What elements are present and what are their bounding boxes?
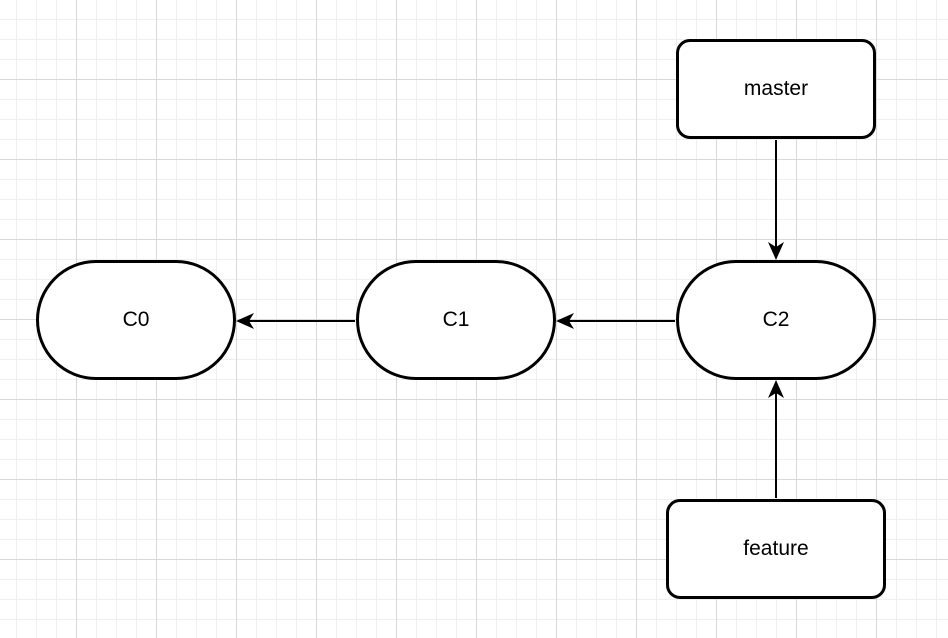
commit-label-c2: C2 — [762, 308, 790, 331]
branch-node-master[interactable]: master — [676, 39, 876, 139]
commit-label-c0: C0 — [122, 308, 150, 331]
branch-node-feature[interactable]: feature — [666, 499, 886, 599]
commit-node-c1[interactable]: C1 — [356, 260, 556, 380]
commit-node-c0[interactable]: C0 — [36, 260, 236, 380]
commit-label-c1: C1 — [442, 308, 470, 331]
arrowhead-c2-bottom-icon — [768, 380, 784, 398]
arrowhead-c0-icon — [236, 313, 254, 329]
branch-label-master: master — [743, 77, 809, 100]
arrowhead-c2-top-icon — [768, 242, 784, 260]
branch-label-feature: feature — [743, 537, 809, 560]
arrowhead-c1-icon — [556, 313, 574, 329]
commit-node-c2[interactable]: C2 — [676, 260, 876, 380]
